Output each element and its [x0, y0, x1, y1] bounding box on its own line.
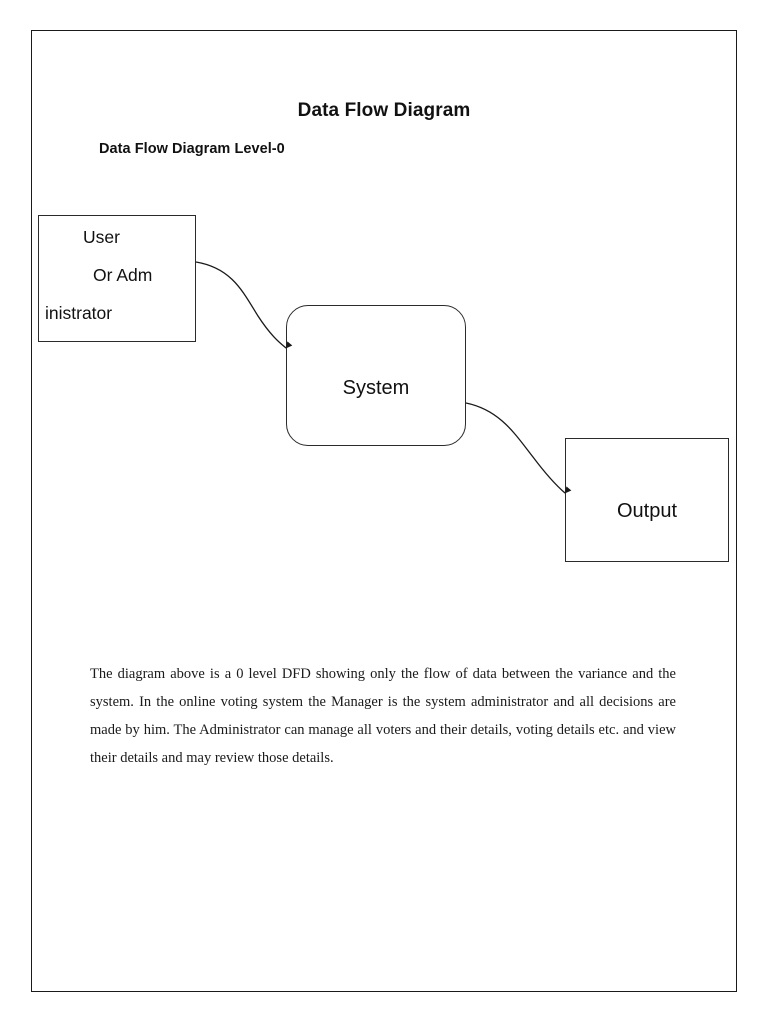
dfd-node-user-label-line-2: Or Adm — [93, 265, 153, 285]
dfd-node-user-label-line-3: inistrator — [45, 303, 113, 323]
dfd-node-user: User Or Adm inistrator — [38, 215, 196, 342]
page-title: Data Flow Diagram — [297, 100, 471, 121]
description-paragraph: The diagram above is a 0 level DFD showi… — [90, 665, 676, 766]
dfd-node-system-label: System — [342, 377, 410, 399]
dfd-node-output: Output — [565, 438, 729, 562]
dfd-node-output-label: Output — [616, 499, 678, 522]
dfd-node-user-label-line-1: User — [83, 227, 120, 247]
diagram-subtitle: Data Flow Diagram Level-0 — [99, 141, 285, 157]
dfd-node-system: System — [286, 305, 466, 446]
